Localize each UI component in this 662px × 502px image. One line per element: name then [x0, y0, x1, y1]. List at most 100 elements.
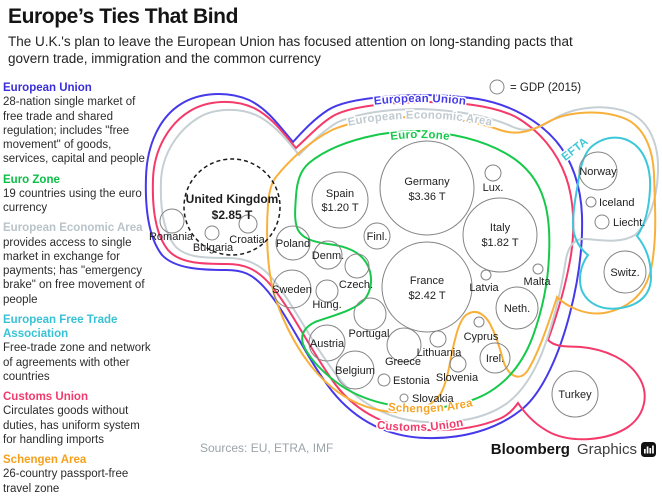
page-title: Europe’s Ties That Bind [8, 5, 239, 28]
ring-schengen [266, 111, 657, 414]
label-switzerland: Switz. [610, 267, 639, 279]
label-portugal: Portugal [349, 328, 390, 340]
label-iceland: Iceland [599, 197, 634, 209]
circle-cyprus [473, 316, 485, 328]
label-france: France [410, 275, 444, 287]
circle-belgium [335, 350, 375, 390]
label-belgium: Belgium [335, 365, 375, 377]
circle-turkey [551, 370, 599, 418]
ring-european-union [144, 93, 584, 440]
label-finland: Finl. [367, 231, 388, 243]
eea-desc: provides access to single market in exch… [3, 236, 145, 306]
value-united-kingdom: $2.85 T [212, 208, 253, 222]
circle-estonia [377, 373, 391, 387]
circle-bulgaria [204, 225, 220, 241]
circle-ireland [479, 342, 511, 374]
gdp-legend-icon [489, 79, 505, 95]
value-germany: $3.36 T [408, 191, 445, 203]
circle-italy [462, 197, 538, 273]
page-subtitle: The U.K.'s plan to leave the European Un… [8, 34, 573, 66]
label-slovakia: Slovakia [412, 393, 454, 405]
eea-label: European Economic Area [3, 222, 143, 235]
label-austria: Austria [310, 338, 345, 350]
ring-label-efta: EFTA [560, 136, 591, 164]
circle-switzerland [603, 250, 647, 294]
circle-portugal [353, 297, 387, 331]
label-luxembourg: Lux. [483, 182, 504, 194]
circle-czech [344, 253, 370, 279]
euro-zone-desc: 19 countries using the euro currency [3, 187, 142, 214]
label-germany: Germany [404, 176, 450, 188]
label-norway: Norway [579, 166, 617, 178]
label-latvia: Latvia [469, 282, 499, 294]
sidebar-item-european-union: European Union 28-nation single market of… [3, 81, 153, 167]
ring-label-european-union: European Union [373, 93, 466, 108]
circle-poland [275, 225, 311, 261]
efta-label: European Free Trade Association [3, 313, 118, 340]
ring-label-euro-zone: Euro Zone [390, 129, 451, 143]
label-slovenia: Slovenia [436, 372, 479, 384]
circle-sweden [272, 269, 312, 309]
label-united-kingdom: United Kingdom [186, 192, 279, 206]
sidebar-item-eea: European Economic Area provides access t… [3, 221, 153, 307]
label-romania: Romania [149, 231, 194, 243]
european-union-label: European Union [3, 82, 92, 94]
ring-eea [159, 106, 660, 424]
label-bulgaria: Bulgaria [193, 242, 234, 254]
label-italy: Italy [490, 222, 511, 234]
circle-lithuania [429, 330, 447, 348]
circle-malta [532, 263, 544, 275]
label-turkey: Turkey [558, 389, 592, 401]
circle-slovakia [399, 393, 409, 403]
circle-croatia [238, 214, 258, 234]
value-france: $2.42 T [408, 290, 445, 302]
circle-united-kingdom [183, 158, 281, 256]
circle-denmark [313, 240, 343, 270]
ring-efta [571, 136, 653, 310]
label-spain: Spain [326, 188, 354, 200]
ring-label-customs-union: Customs Union [376, 417, 464, 434]
circle-finland [363, 222, 391, 250]
bloomberg-graphics-brand: Bloomberg Graphics [491, 441, 656, 458]
label-croatia: Croatia [229, 234, 265, 246]
customs-union-label: Customs Union [3, 391, 88, 403]
gdp-legend-label: = GDP (2015) [510, 82, 581, 94]
label-denmark: Denm. [312, 250, 344, 262]
circle-netherlands [495, 286, 539, 330]
circle-norway [578, 151, 618, 191]
circle-austria [308, 324, 346, 362]
brand-graphics: Graphics [576, 441, 637, 458]
european-union-desc: 28-nation single market of free trade an… [3, 96, 145, 166]
circle-luxembourg [484, 164, 502, 182]
label-ireland: Irel. [486, 353, 504, 365]
value-spain: $1.20 T [321, 202, 358, 214]
label-cyprus: Cyprus [464, 331, 499, 343]
value-italy: $1.82 T [481, 237, 518, 249]
circle-greece [386, 327, 422, 363]
sources-note: Sources: EU, ETRA, IMF [200, 441, 334, 455]
label-lithuania: Lithuania [417, 347, 463, 359]
label-greece: Greece [385, 356, 421, 368]
ring-euro-zone [294, 129, 551, 410]
circle-latvia [480, 269, 492, 281]
brand-bloomberg: Bloomberg [490, 441, 570, 458]
ring-customs-union [151, 100, 646, 441]
bloomberg-logo-icon [641, 442, 656, 457]
efta-desc: Free-trade zone and network of agreement… [3, 342, 151, 383]
label-czech: Czech. [339, 279, 373, 291]
circle-romania [159, 208, 185, 234]
circle-spain [311, 171, 369, 229]
label-liechtenstein: Liecht. [613, 217, 645, 229]
label-malta: Malta [524, 276, 552, 288]
euler-diagram: European Union European Economic Area Eu… [144, 79, 660, 441]
label-poland: Poland [276, 238, 310, 250]
label-sweden: Sweden [272, 284, 312, 296]
circle-france [381, 241, 473, 333]
circle-slovenia [449, 355, 467, 373]
circle-hungary [315, 279, 339, 303]
euro-zone-label: Euro Zone [3, 173, 60, 186]
schengen-desc: 26-country passport-free travel zone [3, 468, 129, 495]
